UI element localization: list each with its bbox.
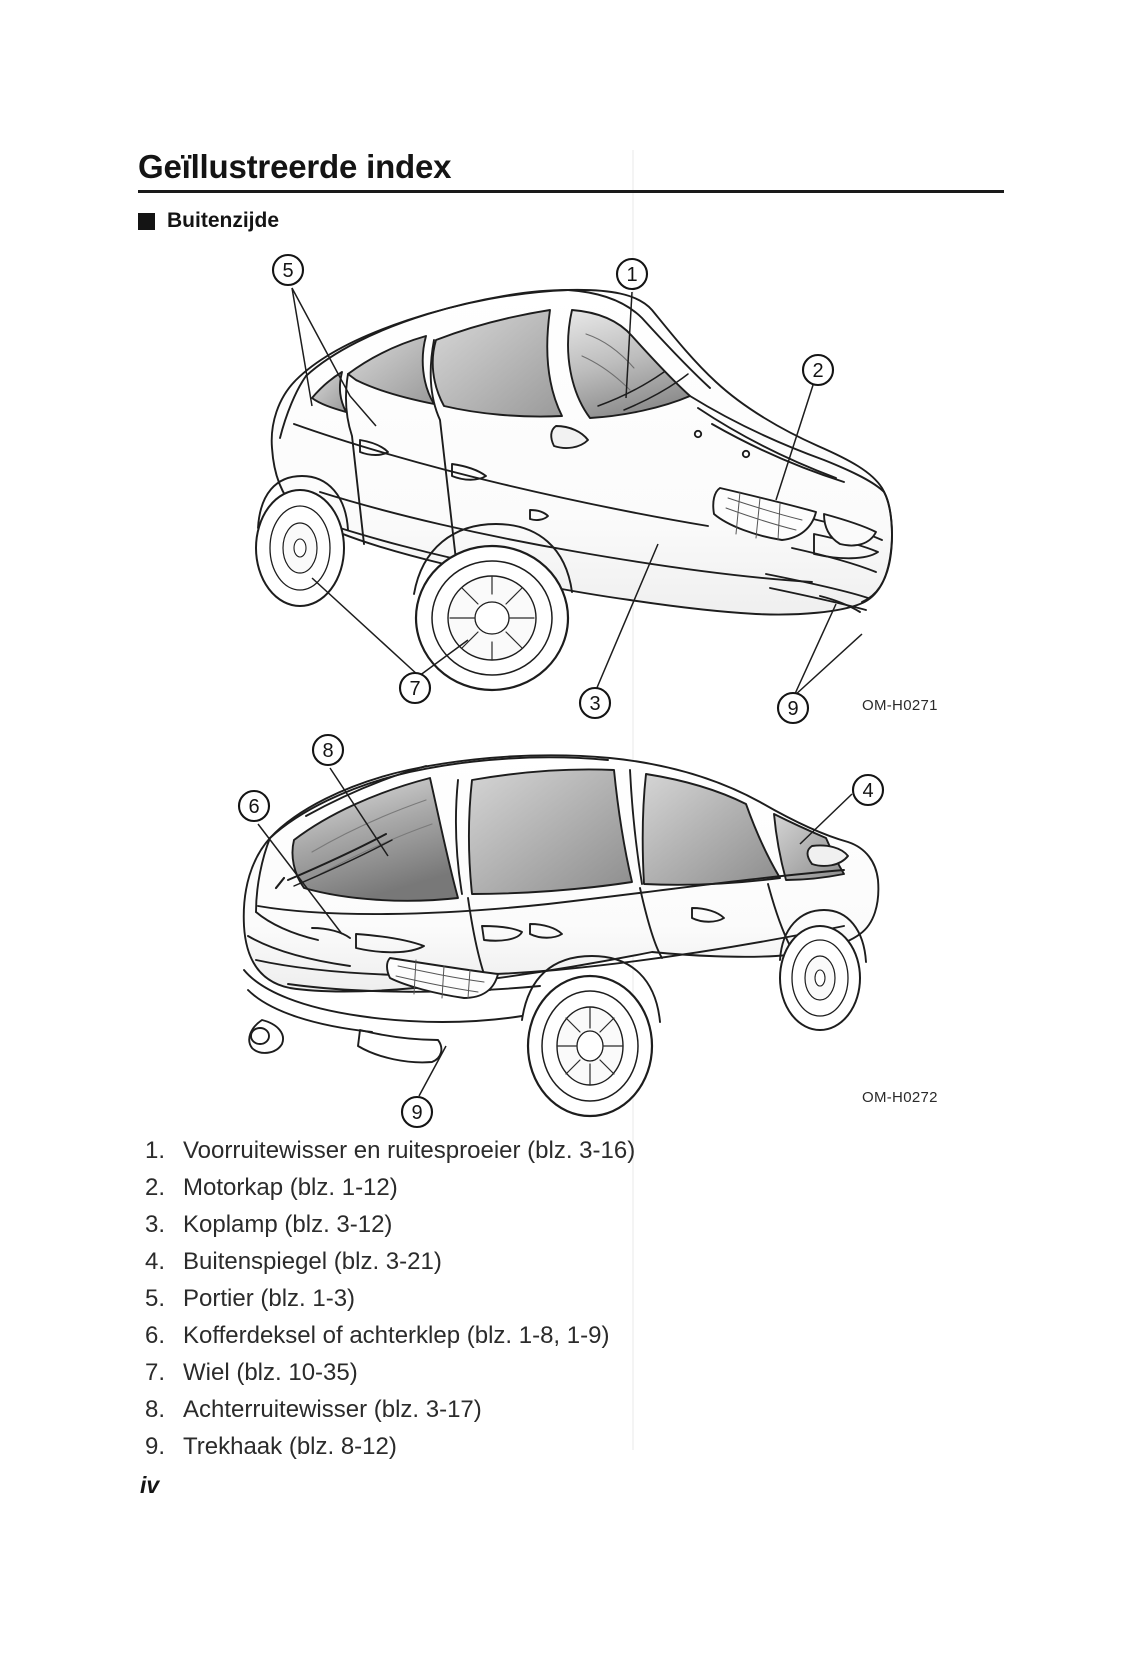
section-heading: Buitenzijde xyxy=(138,209,279,233)
svg-text:1: 1 xyxy=(626,264,637,286)
list-item-label: Portier (blz. 1-3) xyxy=(183,1285,356,1312)
callout-1: 1 xyxy=(615,257,649,291)
svg-text:7: 7 xyxy=(409,678,420,700)
list-item: 6. Kofferdeksel of achterklep (blz. 1-8,… xyxy=(145,1317,845,1354)
callout-9: 9 xyxy=(776,691,810,725)
callout-3: 3 xyxy=(578,686,612,720)
list-item-number: 4. xyxy=(145,1248,166,1275)
list-item-label: Buitenspiegel (blz. 3-21) xyxy=(183,1248,442,1275)
figure-caption-rear: OM-H0272 xyxy=(862,1089,938,1106)
list-item-number: 9. xyxy=(145,1433,166,1460)
figure-exterior-rear: 8 6 4 9 xyxy=(200,728,1000,1168)
list-item-number: 5. xyxy=(145,1285,166,1312)
section-heading-label: Buitenzijde xyxy=(167,209,280,232)
list-item-label: Kofferdeksel of achterklep (blz. 1-8, 1-… xyxy=(183,1322,610,1349)
list-item: 9. Trekhaak (blz. 8-12) xyxy=(145,1428,845,1465)
callout-8: 8 xyxy=(311,733,345,767)
callout-group: 5 1 2 7 3 xyxy=(271,253,835,725)
callout-5: 5 xyxy=(271,253,305,287)
list-item-label: Trekhaak (blz. 8-12) xyxy=(183,1433,397,1460)
list-item-label: Wiel (blz. 10-35) xyxy=(183,1359,358,1386)
list-item: 8. Achterruitewisser (blz. 3-17) xyxy=(145,1391,845,1428)
list-item: 4. Buitenspiegel (blz. 3-21) xyxy=(145,1243,845,1280)
list-item: 5. Portier (blz. 1-3) xyxy=(145,1280,845,1317)
page-number: iv xyxy=(140,1472,160,1498)
callout-2: 2 xyxy=(801,353,835,387)
list-item-number: 1. xyxy=(145,1137,166,1164)
list-item-label: Koplamp (blz. 3-12) xyxy=(183,1211,393,1238)
figure-exterior-front: 5 1 2 7 3 xyxy=(200,248,1000,728)
list-item-number: 7. xyxy=(145,1359,166,1386)
svg-text:9: 9 xyxy=(411,1102,422,1124)
callout-4: 4 xyxy=(851,773,885,807)
callout-7: 7 xyxy=(398,671,432,705)
svg-text:6: 6 xyxy=(248,796,259,818)
page-title: Geïllustreerde index xyxy=(138,148,452,185)
list-item-number: 2. xyxy=(145,1174,166,1201)
index-legend-list: 1. Voorruitewisser en ruitesproeier (blz… xyxy=(145,1132,845,1465)
svg-text:5: 5 xyxy=(282,260,293,282)
list-item-number: 6. xyxy=(145,1322,166,1349)
callout-6: 6 xyxy=(237,789,271,823)
list-item-label: Motorkap (blz. 1-12) xyxy=(183,1174,398,1201)
svg-text:4: 4 xyxy=(862,780,873,802)
square-bullet-icon xyxy=(138,212,155,230)
svg-text:2: 2 xyxy=(812,360,823,382)
list-item-label: Voorruitewisser en ruitesproeier (blz. 3… xyxy=(183,1137,636,1164)
list-item: 1. Voorruitewisser en ruitesproeier (blz… xyxy=(145,1132,845,1169)
svg-text:9: 9 xyxy=(787,698,798,720)
svg-text:3: 3 xyxy=(589,693,600,715)
list-item: 7. Wiel (blz. 10-35) xyxy=(145,1354,845,1391)
title-divider xyxy=(138,190,1004,193)
callout-group: 8 6 4 9 xyxy=(237,733,885,1129)
list-item-number: 3. xyxy=(145,1211,166,1238)
list-item-label: Achterruitewisser (blz. 3-17) xyxy=(183,1396,482,1423)
list-item: 2. Motorkap (blz. 1-12) xyxy=(145,1169,845,1206)
callout-9: 9 xyxy=(400,1095,434,1129)
list-item: 3. Koplamp (blz. 3-12) xyxy=(145,1206,845,1243)
figure-caption-front: OM-H0271 xyxy=(862,697,938,714)
svg-text:8: 8 xyxy=(322,740,333,762)
list-item-number: 8. xyxy=(145,1396,166,1423)
